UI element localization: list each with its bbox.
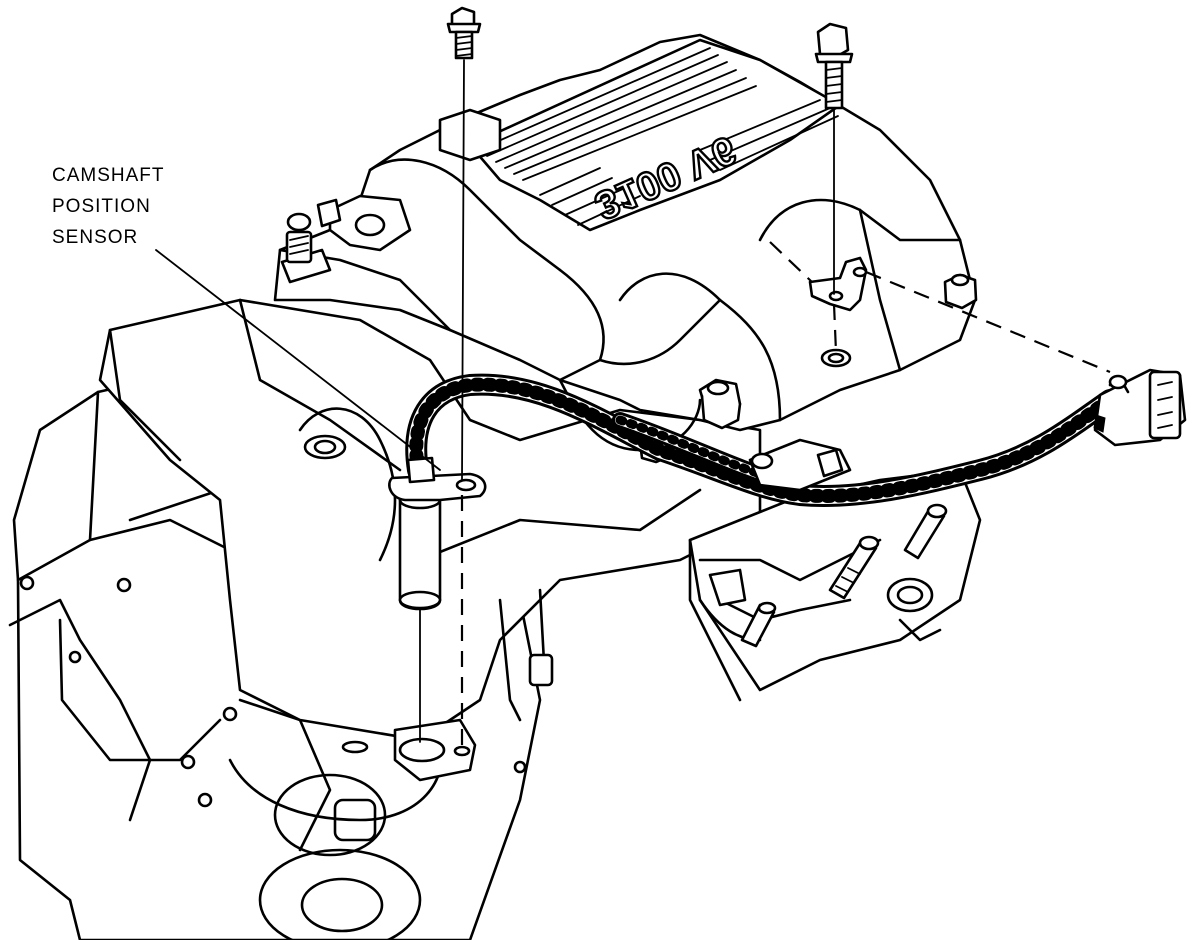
upper-intake-plenum: 3100 V6 — [273, 33, 977, 452]
spark-plug-2 — [903, 503, 948, 560]
callout-line-3: SENSOR — [52, 227, 139, 248]
bracket-bolt — [814, 22, 854, 110]
harness-clip — [748, 438, 852, 492]
intake-nut-right — [943, 273, 978, 310]
sensor-bolt — [446, 6, 482, 60]
callout-line-2: POSITION — [52, 196, 151, 217]
spark-plug-3 — [740, 601, 777, 648]
harness-connector — [1093, 368, 1187, 447]
camshaft-position-sensor — [388, 456, 487, 611]
callout-leader-line — [155, 249, 441, 471]
spark-plug-1 — [828, 535, 880, 600]
callout-line-1: CAMSHAFT — [52, 165, 165, 186]
harness-bracket — [808, 256, 868, 368]
alignment-lines — [155, 59, 1111, 752]
camshaft-sensor-callout: CAMSHAFT POSITION SENSOR — [52, 160, 165, 253]
intake-nut-center — [698, 378, 742, 430]
wiring-harness — [405, 373, 1121, 507]
intake-stud-left — [280, 212, 332, 284]
